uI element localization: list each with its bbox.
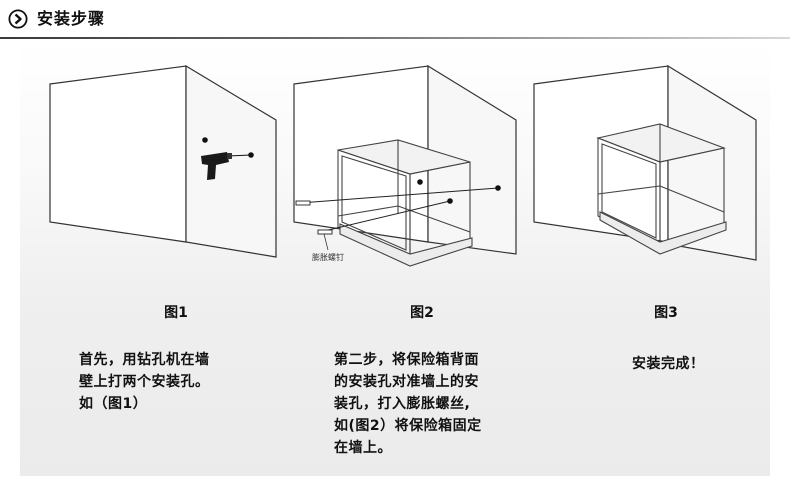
drill-icon (201, 152, 252, 180)
step-1-description: 首先，用钻孔机在墙 壁上打两个安装孔。 如（图1） (79, 349, 210, 415)
figure-1-caption: 图1 (164, 305, 188, 321)
figure-3-caption: 图3 (654, 305, 678, 321)
figure-3-illustration (533, 64, 757, 261)
step-3-description: 安装完成！ (632, 353, 705, 375)
step-2-line: 如(图2）将保险箱固定 (334, 418, 482, 434)
anchor-bolt-label: 膨胀螺钉 (312, 252, 344, 262)
step-2-line: 在墙上。 (334, 440, 392, 456)
step-1-line: 壁上打两个安装孔。 (79, 374, 210, 390)
chevron-right-circle-icon (8, 9, 28, 29)
step-1-line: 首先，用钻孔机在墙 (79, 352, 210, 368)
step-2-line: 装孔，打入膨胀螺丝, (334, 396, 471, 412)
header-divider (0, 37, 790, 39)
step-1-line: 如（图1） (79, 396, 148, 412)
step-2-description: 第二步，将保险箱背面 的安装孔对准墙上的安 装孔，打入膨胀螺丝, 如(图2）将保… (334, 349, 482, 459)
section-title: 安装步骤 (37, 9, 106, 28)
step-2-line: 第二步，将保险箱背面 (334, 352, 479, 368)
step-2-line: 的安装孔对准墙上的安 (334, 374, 479, 390)
figure-1-illustration (49, 64, 277, 258)
section-header: 安装步骤 (0, 0, 790, 39)
step-3-line: 安装完成！ (632, 356, 705, 372)
figure-2-illustration: 膨胀螺钉 (293, 64, 517, 267)
figure-2-caption: 图2 (410, 305, 434, 321)
